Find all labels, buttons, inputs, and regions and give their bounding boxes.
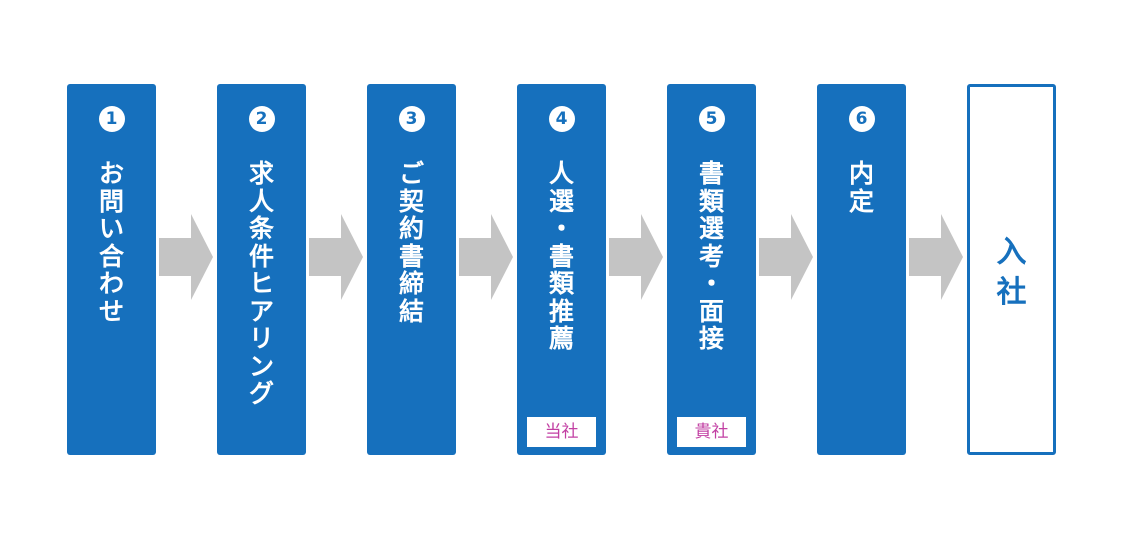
step-label: ご 契 約 書 締 結: [398, 159, 424, 326]
step-number-badge: 3: [398, 106, 425, 132]
step-number-badge: 6: [848, 106, 875, 132]
step-number-badge: 4: [548, 106, 575, 132]
step-number-badge: 1: [98, 106, 125, 132]
flow-step-2: 2 求 人 条 件 ヒ ア リ ン グ: [217, 84, 306, 455]
step-number-badge: 2: [248, 106, 275, 132]
flow-step-1: 1 お 問 い 合 わ せ: [67, 84, 156, 455]
right-arrow-icon: [309, 214, 363, 300]
flow-step-5: 5 書 類 選 考 ・ 面 接 貴社: [667, 84, 756, 455]
flow-step-3: 3 ご 契 約 書 締 結: [367, 84, 456, 455]
right-arrow-icon: [159, 214, 213, 300]
right-arrow-icon: [609, 214, 663, 300]
responsible-party-tag: 貴社: [677, 417, 746, 447]
step-label: 求 人 条 件 ヒ ア リ ン グ: [248, 159, 274, 408]
right-arrow-icon: [909, 214, 963, 300]
right-arrow-icon: [459, 214, 513, 300]
step-label: 人 選 ・ 書 類 推 薦: [548, 159, 574, 353]
flow-step-6: 6 内 定: [817, 84, 906, 455]
step-label: 内 定: [848, 159, 874, 216]
final-step-label: 入 社: [996, 235, 1027, 310]
step-label: 書 類 選 考 ・ 面 接: [698, 159, 724, 353]
flow-step-final: 入 社: [967, 84, 1056, 455]
flow-step-4: 4 人 選 ・ 書 類 推 薦 当社: [517, 84, 606, 455]
right-arrow-icon: [759, 214, 813, 300]
step-number-badge: 5: [698, 106, 725, 132]
responsible-party-tag: 当社: [527, 417, 596, 447]
step-label: お 問 い 合 わ せ: [98, 159, 124, 326]
